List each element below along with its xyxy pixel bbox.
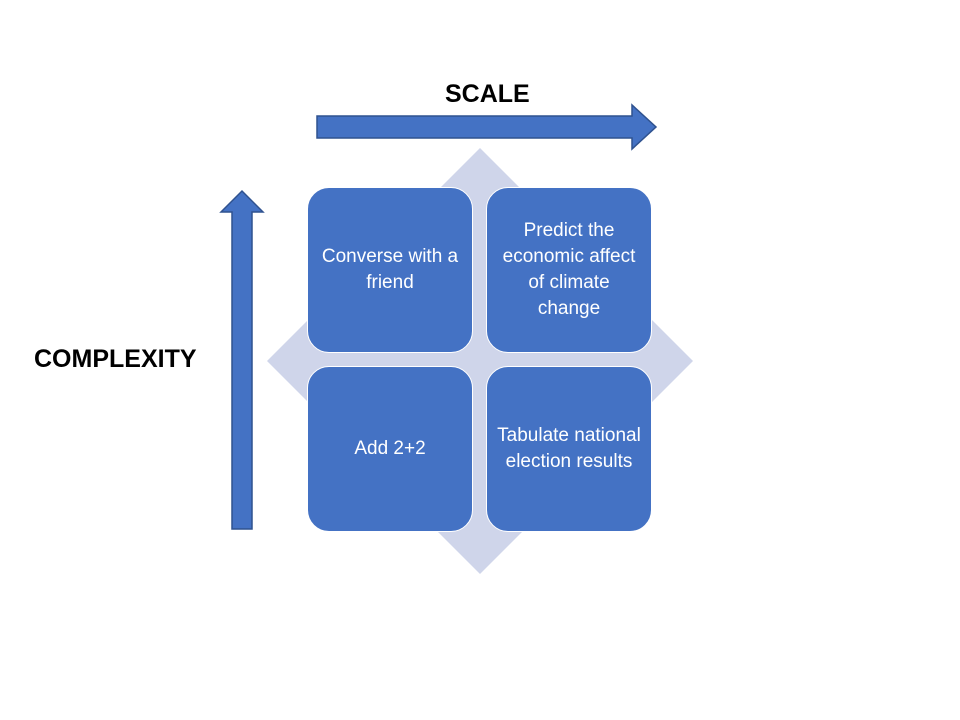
complexity-axis-label: COMPLEXITY: [34, 345, 197, 373]
quadrant-bottom-right-text: Tabulate national election results: [497, 425, 641, 472]
quadrant-bottom-right: Tabulate national election results: [486, 366, 652, 532]
quadrant-bottom-left: Add 2+2: [307, 366, 473, 532]
quadrant-top-right-text: Predict the economic affect of climate c…: [502, 220, 636, 319]
quadrant-bottom-left-text: Add 2+2: [354, 438, 426, 459]
quadrant-top-left: Converse with a friend: [307, 187, 473, 353]
quadrant-top-right: Predict the economic affect of climate c…: [486, 187, 652, 353]
scale-arrow: [316, 103, 658, 151]
scale-axis-label: SCALE: [445, 80, 530, 108]
complexity-arrow: [219, 189, 265, 530]
quadrant-top-left-text: Converse with a friend: [321, 246, 459, 293]
